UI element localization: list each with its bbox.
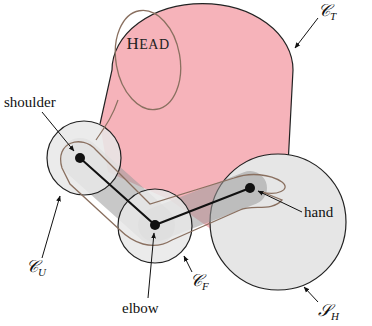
leader-arrow bbox=[184, 256, 192, 272]
head-ellipse: HEAD bbox=[107, 8, 189, 112]
leader-arrow bbox=[295, 18, 318, 48]
elbow-joint bbox=[150, 220, 160, 230]
head-outline bbox=[107, 8, 189, 112]
arm-sketch bbox=[61, 142, 286, 246]
hand-sphere bbox=[210, 154, 346, 290]
part-label: elbow bbox=[122, 300, 159, 317]
part-label: hand bbox=[304, 204, 333, 221]
neck-sketch bbox=[96, 100, 118, 140]
torso-outline bbox=[100, 4, 293, 165]
shape-symbol: 𝒞T bbox=[318, 2, 336, 22]
leader-arrow bbox=[42, 196, 60, 258]
part-label: shoulder bbox=[4, 94, 56, 111]
shape-symbol: 𝒞U bbox=[26, 258, 46, 278]
shape-symbol: 𝒮H bbox=[318, 302, 339, 322]
shoulder-joint bbox=[75, 153, 85, 163]
node-label: HEAD bbox=[107, 8, 189, 54]
shape-symbol: 𝒞F bbox=[190, 272, 209, 292]
leader-arrow bbox=[304, 287, 318, 302]
leader-arrow bbox=[148, 233, 154, 298]
elbow-circle bbox=[118, 189, 192, 263]
leader-arrow bbox=[258, 191, 302, 212]
leader-arrow bbox=[42, 112, 74, 151]
hand-joint bbox=[245, 183, 255, 193]
arm-skeleton bbox=[80, 158, 250, 225]
